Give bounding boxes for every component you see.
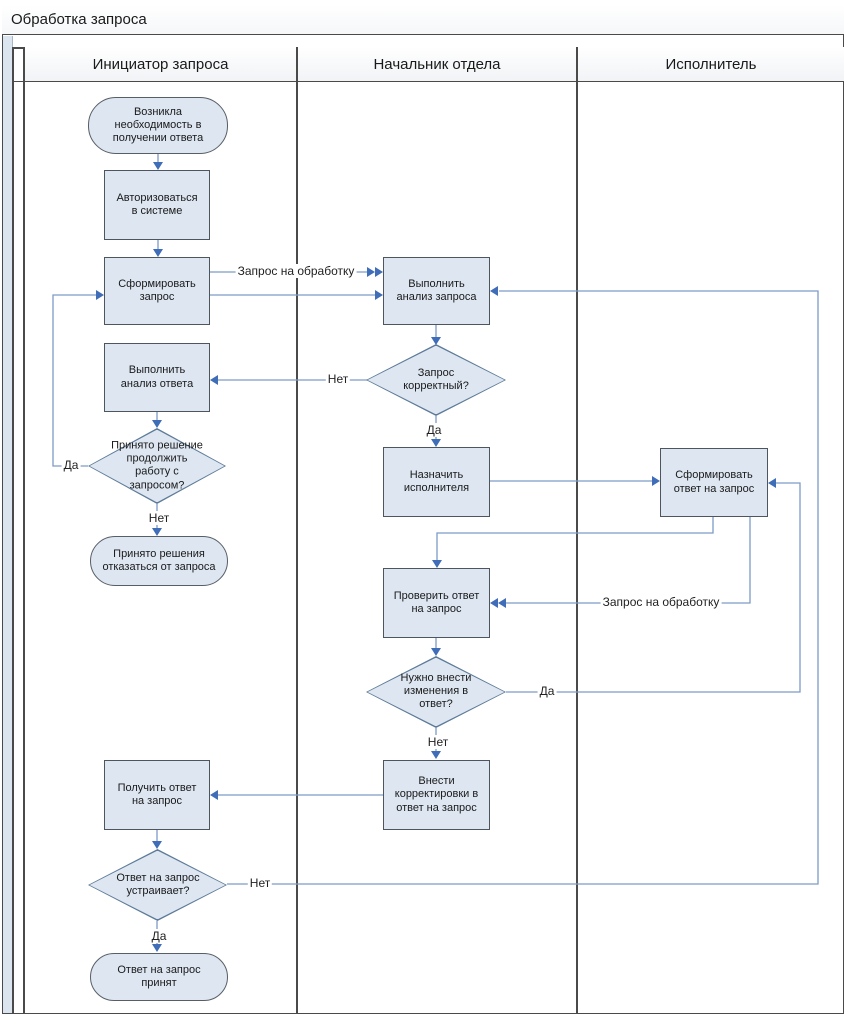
lane-header-executor: Исполнитель	[578, 47, 844, 82]
edge-assign-to-form-answer	[490, 476, 660, 486]
node-accepted: Ответ на запрос принят	[90, 953, 228, 1001]
node-label: Принято решения отказаться от запроса	[102, 547, 216, 573]
node-analyze-request: Выполнить анализ запроса	[383, 257, 490, 325]
edge-label-continue-yes: Да	[61, 458, 81, 472]
node-assign-executor: Назначить исполнителя	[383, 447, 490, 517]
node-label: Сформировать запрос	[118, 277, 196, 303]
lane-divider-2	[576, 47, 578, 1014]
node-decision-correct	[366, 344, 506, 416]
node-decision-correct-label: Запрос корректный?	[403, 366, 469, 392]
node-label: Получить ответ на запрос	[117, 781, 197, 807]
lane-divider-1	[296, 47, 298, 1014]
edge-label-request-processing-2: Запрос на обработку	[600, 595, 722, 609]
lane-header-label: Инициатор запроса	[92, 55, 229, 73]
node-decision-changes-label: Нужно внести изменения в ответ?	[400, 672, 472, 711]
lane-header-department-head: Начальник отдела	[298, 47, 576, 82]
edge-label-satisfied-yes: Да	[149, 929, 169, 943]
node-label: Возникла необходимость в получении ответ…	[112, 105, 204, 145]
node-decision-changes	[366, 656, 506, 728]
node-label: Авторизоваться в системе	[116, 191, 198, 217]
lane-frame-left-line	[12, 47, 14, 1014]
node-decision-continue	[88, 428, 226, 504]
node-label: Сформировать ответ на запрос	[673, 469, 755, 495]
lane-header-initiator: Инициатор запроса	[25, 47, 296, 82]
node-label: Проверить ответ на запрос	[393, 589, 480, 615]
header-bottom-line-gutter	[12, 80, 25, 82]
edge-form-request-to-analyze-request	[210, 290, 383, 300]
edge-check-to-changes	[431, 638, 441, 656]
edge-label-correct-no: Нет	[325, 372, 351, 386]
edge-corrections-to-get-response	[210, 790, 383, 800]
node-authorize: Авторизоваться в системе	[104, 170, 210, 240]
diagram-title-bar: Обработка запроса	[2, 5, 844, 35]
edge-analyze-request-to-correct	[431, 325, 441, 345]
edge-analyze-response-to-continue	[152, 412, 162, 428]
edge-label-correct-yes: Да	[424, 423, 444, 437]
node-label: Выполнить анализ запроса	[396, 277, 477, 303]
node-label: Выполнить анализ ответа	[120, 364, 194, 390]
edge-form-answer-to-check-top	[432, 517, 714, 568]
node-form-answer: Сформировать ответ на запрос	[660, 448, 768, 517]
edge-label-satisfied-no: Нет	[247, 876, 273, 890]
node-label: Внести корректировки в ответ на запрос	[394, 775, 479, 814]
edge-form-answer-to-check-labeled	[490, 517, 751, 608]
edge-label-request-processing-1: Запрос на обработку	[235, 264, 357, 278]
lane-header-label: Исполнитель	[665, 55, 757, 73]
edge-get-response-to-satisfied	[152, 830, 162, 849]
edge-satisfied-no-to-analyze-request	[227, 286, 819, 885]
diagram-title: Обработка запроса	[11, 11, 147, 28]
edge-start-to-authorize	[153, 152, 163, 170]
gutter-right-line	[23, 47, 25, 1014]
edge-label-changes-no: Нет	[425, 735, 451, 749]
edge-label-continue-no: Нет	[146, 511, 172, 525]
edge-label-changes-yes: Да	[537, 684, 557, 698]
node-make-corrections: Внести корректировки в ответ на запрос	[383, 760, 490, 830]
node-decision-satisfied	[88, 849, 227, 921]
node-refused: Принято решения отказаться от запроса	[90, 536, 228, 586]
edge-authorize-to-form-request	[153, 240, 163, 257]
node-check-response: Проверить ответ на запрос	[383, 568, 490, 638]
node-analyze-response: Выполнить анализ ответа	[104, 343, 210, 412]
node-decision-continue-label: Принято решение продолжить работу с запр…	[111, 439, 203, 492]
node-decision-satisfied-label: Ответ на запрос устраивает?	[116, 871, 200, 897]
edge-changes-yes-to-form-answer	[506, 478, 801, 693]
lane-header-label: Начальник отдела	[373, 55, 501, 73]
node-label: Назначить исполнителя	[403, 468, 470, 494]
node-form-request: Сформировать запрос	[104, 257, 210, 325]
node-get-response: Получить ответ на запрос	[104, 760, 210, 830]
node-label: Ответ на запрос принят	[117, 963, 201, 989]
node-start: Возникла необходимость в получении ответ…	[88, 97, 228, 154]
